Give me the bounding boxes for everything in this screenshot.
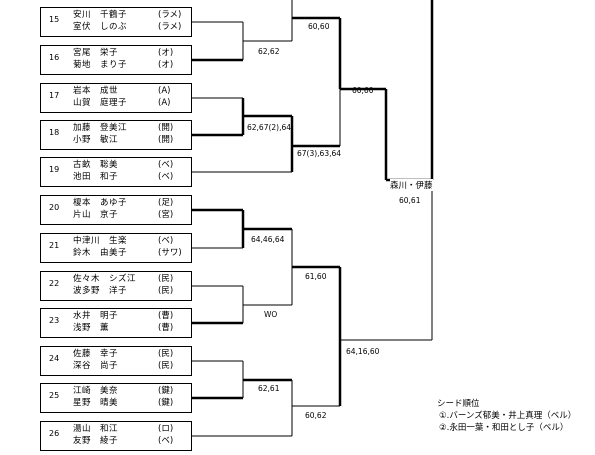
club-name: (ラメ) (158, 10, 182, 20)
entry-25: 25 江崎 美奈 (鍵) 星野 晴美 (鍵) (40, 383, 192, 413)
club-name: (A) (158, 98, 171, 108)
club-name: (開) (158, 123, 174, 133)
entry-24: 24 佐藤 幸子 (民) 深谷 尚子 (民) (40, 346, 192, 376)
seed-number: 21 (49, 241, 60, 250)
club-name: (鍵) (158, 398, 174, 408)
club-name: (曹) (158, 311, 174, 321)
player-name: 佐々木 シズ江 (73, 274, 137, 284)
club-name: (ベ) (158, 172, 174, 182)
match-score: 61,60 (305, 272, 327, 281)
club-name: (鍵) (158, 386, 174, 396)
legend-item: ②.永田一葉・和田とし子（ベル） (439, 423, 569, 433)
seed-number: 24 (49, 354, 60, 363)
club-name: (ロ) (158, 424, 174, 434)
match-score: 67(3),63,64 (297, 149, 342, 158)
player-name: 菊地 まり子 (73, 60, 128, 70)
entry-19: 19 古畝 聡美 (ベ) 池田 和子 (ベ) (40, 157, 192, 187)
player-name: 深谷 尚子 (73, 361, 119, 371)
seed-number: 22 (49, 279, 60, 288)
player-name: 中津川 生楽 (73, 236, 128, 246)
club-name: (サワ) (158, 248, 182, 258)
match-score: 62,67(2),64 (247, 123, 292, 132)
player-name: 榎本 あゆ子 (73, 198, 128, 208)
club-name: (曹) (158, 323, 174, 333)
entry-21: 21 中津川 生楽 (ベ) 鈴木 由美子 (サワ) (40, 233, 192, 263)
player-name: 友野 綾子 (73, 436, 119, 446)
match-score: 64,46,64 (251, 235, 285, 244)
player-name: 片山 京子 (73, 210, 119, 220)
match-score: 60,60 (308, 22, 330, 31)
match-score: 60,60 (352, 86, 374, 95)
legend-item: ①.バーンズ郁美・井上真理（ベル） (439, 411, 577, 421)
legend-title: シード順位 (437, 399, 480, 409)
player-name: 鈴木 由美子 (73, 248, 128, 258)
club-name: (ラメ) (158, 22, 182, 32)
club-name: (民) (158, 361, 174, 371)
match-score: WO (264, 310, 278, 319)
entry-16: 16 宮尾 栄子 (オ) 菊地 まり子 (オ) (40, 45, 192, 75)
player-name: 浅野 薫 (73, 323, 110, 333)
match-score: 64,16,60 (346, 347, 380, 356)
player-name: 山賀 庭理子 (73, 98, 128, 108)
club-name: (足) (158, 198, 174, 208)
seed-number: 15 (49, 15, 60, 24)
seed-number: 25 (49, 391, 60, 400)
club-name: (オ) (158, 48, 174, 58)
club-name: (民) (158, 349, 174, 359)
club-name: (民) (158, 286, 174, 296)
club-name: (開) (158, 135, 174, 145)
player-name: 宮尾 栄子 (73, 48, 119, 58)
player-name: 江崎 美奈 (73, 386, 119, 396)
player-name: 室伏 しのぶ (73, 22, 128, 32)
player-name: 星野 晴美 (73, 398, 119, 408)
entry-20: 20 榎本 あゆ子 (足) 片山 京子 (宮) (40, 195, 192, 225)
match-score: 60,62 (305, 411, 327, 420)
player-name: 小野 敏江 (73, 135, 119, 145)
player-name: 湯山 和江 (73, 424, 119, 434)
match-score: 62,61 (258, 384, 280, 393)
entry-22: 22 佐々木 シズ江 (民) 波多野 洋子 (民) (40, 271, 192, 301)
seed-number: 16 (49, 53, 60, 62)
entry-17: 17 岩本 成世 (A) 山賀 庭理子 (A) (40, 83, 192, 113)
club-name: (民) (158, 274, 174, 284)
player-name: 岩本 成世 (73, 86, 119, 96)
player-name: 波多野 洋子 (73, 286, 128, 296)
club-name: (ベ) (158, 160, 174, 170)
player-name: 安川 千鶴子 (73, 10, 128, 20)
club-name: (ベ) (158, 236, 174, 246)
seed-legend: シード順位 ①.バーンズ郁美・井上真理（ベル） ②.永田一葉・和田とし子（ベル） (437, 398, 576, 434)
player-name: 池田 和子 (73, 172, 119, 182)
match-score: 60,61 (399, 196, 421, 205)
player-name: 古畝 聡美 (73, 160, 119, 170)
seed-number: 20 (49, 203, 60, 212)
player-name: 佐藤 幸子 (73, 349, 119, 359)
match-score: 62,62 (258, 47, 280, 56)
seed-number: 19 (49, 165, 60, 174)
entry-26: 26 湯山 和江 (ロ) 友野 綾子 (ベ) (40, 421, 192, 451)
club-name: (宮) (158, 210, 174, 220)
entry-15: 15 安川 千鶴子 (ラメ) 室伏 しのぶ (ラメ) (40, 7, 192, 37)
seed-number: 18 (49, 128, 60, 137)
winner-names: 森川・伊藤 (390, 179, 433, 191)
seed-number: 17 (49, 91, 60, 100)
club-name: (ベ) (158, 436, 174, 446)
entry-18: 18 加藤 登美江 (開) 小野 敏江 (開) (40, 120, 192, 150)
club-name: (A) (158, 86, 171, 96)
player-name: 水井 明子 (73, 311, 119, 321)
seed-number: 26 (49, 429, 60, 438)
entry-23: 23 水井 明子 (曹) 浅野 薫 (曹) (40, 308, 192, 338)
seed-number: 23 (49, 316, 60, 325)
club-name: (オ) (158, 60, 174, 70)
player-name: 加藤 登美江 (73, 123, 128, 133)
